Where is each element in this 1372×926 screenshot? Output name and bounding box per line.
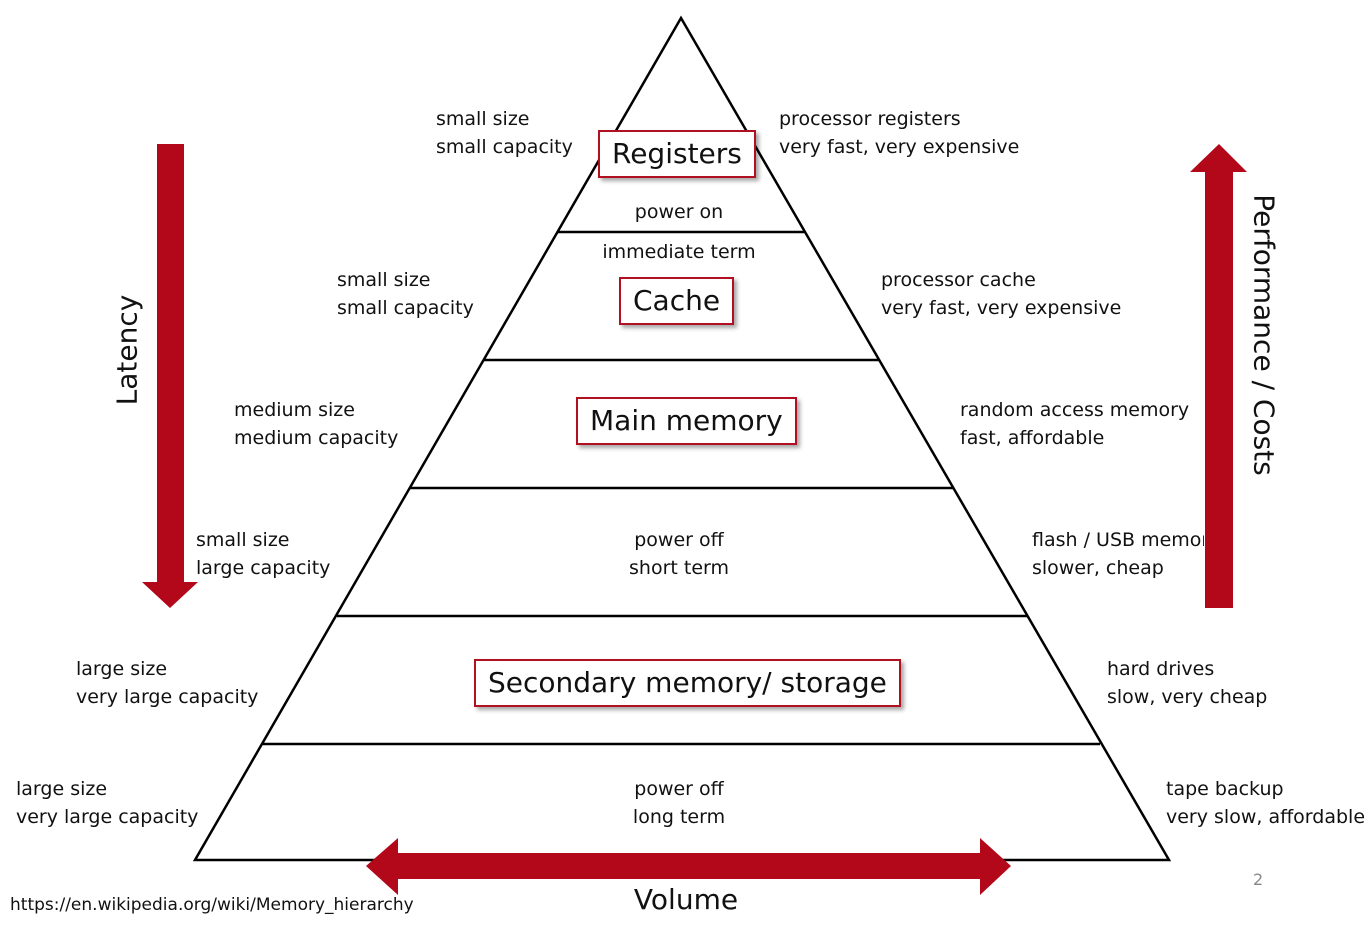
secondary-left-label: large size very large capacity <box>76 658 259 708</box>
performance-arrow-head <box>1190 144 1247 172</box>
tape-right-label: tape backup very slow, affordable <box>1166 778 1366 828</box>
main-memory-box: Main memory <box>576 397 797 445</box>
secondary-right-label: hard drives slow, very cheap <box>1107 658 1268 708</box>
flash-left-label: small size large capacity <box>196 529 331 579</box>
latency-axis-label: Latency <box>110 294 144 406</box>
volume-arrow-head-right <box>980 838 1011 895</box>
latency-arrow-head <box>142 582 198 608</box>
source-link[interactable]: https://en.wikipedia.org/wiki/Memory_hie… <box>10 895 414 915</box>
performance-axis-label: Performance / Costs <box>1247 194 1281 476</box>
tape-note-label: power off long term <box>632 778 726 828</box>
page-number: 2 <box>1253 870 1264 889</box>
flash-note-label: power off short term <box>629 529 729 579</box>
cache-box: Cache <box>619 277 735 325</box>
volume-axis-label: Volume <box>633 883 739 916</box>
cache-left-label: small size small capacity <box>337 269 474 319</box>
secondary-memory-box: Secondary memory/ storage <box>474 659 901 707</box>
tape-left-label: large size very large capacity <box>16 778 199 828</box>
immediate-term-label: immediate term <box>602 241 756 263</box>
power-on-label: power on <box>634 201 724 223</box>
flash-right-label: flash / USB memory slower, cheap <box>1032 529 1204 579</box>
registers-right-label: processor registers very fast, very expe… <box>779 108 1020 158</box>
main-memory-right-label: random access memory fast, affordable <box>960 399 1190 449</box>
performance-arrow-shaft <box>1205 170 1233 608</box>
volume-arrow-shaft <box>396 853 982 879</box>
cache-right-label: processor cache very fast, very expensiv… <box>881 269 1122 319</box>
volume-arrow-head-left <box>366 838 398 895</box>
main-memory-left-label: medium size medium capacity <box>234 399 399 449</box>
latency-arrow-shaft <box>157 144 184 584</box>
registers-left-label: small size small capacity <box>436 108 573 158</box>
registers-box: Registers <box>598 130 756 178</box>
